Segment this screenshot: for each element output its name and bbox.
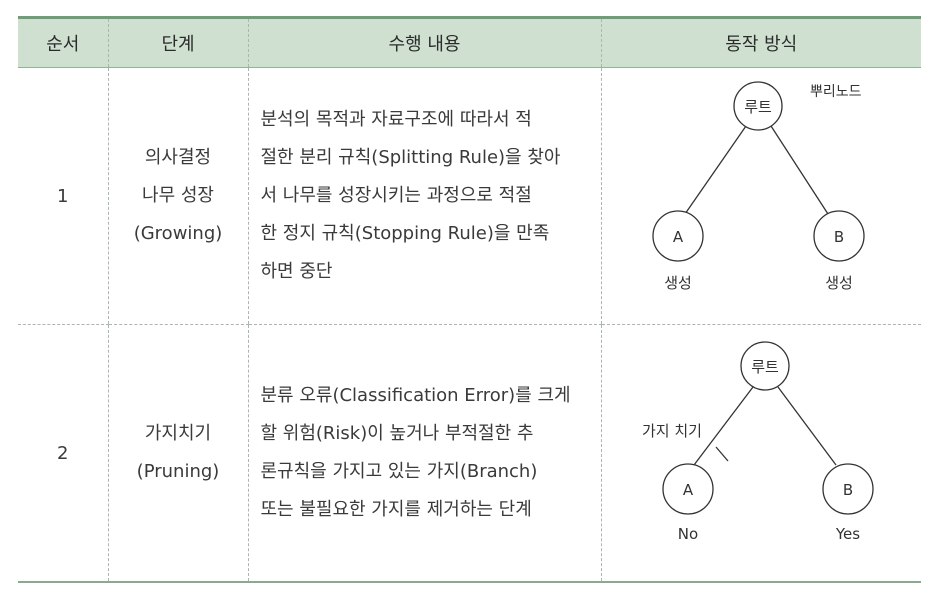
- node-a-label: A: [682, 481, 693, 499]
- header-method: 동작 방식: [600, 16, 921, 68]
- growing-tree-svg: 루트 뿌리노드 A B 생성 생성: [651, 81, 865, 292]
- row-description: 분석의 목적과 자료구조에 따라서 적 절한 분리 규칙(Splitting R…: [247, 67, 601, 325]
- growing-diagram: 루트 뿌리노드 A B 생성 생성: [600, 67, 921, 325]
- node-a: [651, 210, 704, 262]
- tree-process-table: 순서 단계 수행 내용 동작 방식 1 의사결정 나무 성장 (Growing)…: [18, 16, 921, 583]
- node-b: [812, 210, 865, 262]
- header-row: 순서 단계 수행 내용 동작 방식: [18, 16, 921, 68]
- desc-line: 할 위험(Risk)이 높거나 부적절한 추: [260, 423, 534, 444]
- desc-line: 분류 오류(Classification Error)를 크게: [260, 385, 571, 406]
- header-content: 수행 내용: [247, 16, 601, 68]
- table-row: 2 가지치기 (Pruning) 분류 오류(Classification Er…: [18, 324, 921, 583]
- node-a-caption: No: [677, 525, 697, 543]
- cut-label: 가지 치기: [642, 422, 702, 440]
- node-a-caption: 생성: [664, 274, 692, 292]
- branch-right: [769, 125, 829, 215]
- root-node: [732, 81, 783, 131]
- pruning-diagram: 루트 가지 치기 A B No Yes: [600, 324, 921, 583]
- root-label: 루트: [751, 358, 779, 376]
- row-order: 1: [18, 67, 108, 325]
- header-stage: 단계: [107, 16, 248, 68]
- header-order: 순서: [18, 16, 108, 68]
- stage-line: 나무 성장: [142, 185, 214, 206]
- pruning-tree-svg: 루트 가지 치기 A B No Yes: [642, 341, 874, 543]
- cut-mark: [715, 446, 728, 462]
- node-b-caption: Yes: [834, 525, 859, 543]
- row-stage: 가지치기 (Pruning): [107, 324, 248, 583]
- row-stage: 의사결정 나무 성장 (Growing): [107, 67, 248, 325]
- root-label: 루트: [744, 98, 772, 116]
- node-b-label: B: [842, 481, 852, 499]
- desc-line: 론규칙을 가지고 있는 가지(Branch): [260, 461, 538, 482]
- stage-line: (Pruning): [136, 461, 220, 482]
- root-node: [739, 341, 790, 391]
- row-order: 2: [18, 324, 108, 583]
- node-a-label: A: [672, 228, 683, 246]
- node-b-caption: 생성: [825, 274, 853, 292]
- desc-line: 또는 불필요한 가지를 제거하는 단계: [260, 499, 532, 520]
- stage-line: (Growing): [133, 223, 223, 244]
- desc-line: 절한 분리 규칙(Splitting Rule)을 찾아: [260, 147, 561, 168]
- node-a: [661, 463, 714, 515]
- branch-right: [776, 386, 837, 466]
- branch-left: [683, 125, 747, 215]
- branch-left: [692, 386, 754, 466]
- table-row: 1 의사결정 나무 성장 (Growing) 분석의 목적과 자료구조에 따라서…: [18, 67, 921, 325]
- desc-line: 서 나무를 성장시키는 과정으로 적절: [260, 185, 532, 206]
- row-description: 분류 오류(Classification Error)를 크게 할 위험(Ris…: [247, 324, 601, 583]
- desc-line: 한 정지 규칙(Stopping Rule)을 만족: [260, 223, 550, 244]
- stage-line: 가지치기: [144, 423, 212, 444]
- desc-line: 분석의 목적과 자료구조에 따라서 적: [260, 109, 532, 130]
- stage-line: 의사결정: [144, 147, 212, 168]
- node-b-label: B: [833, 228, 843, 246]
- root-note: 뿌리노드: [810, 84, 862, 100]
- node-b: [821, 463, 874, 515]
- desc-line: 하면 중단: [260, 261, 333, 282]
